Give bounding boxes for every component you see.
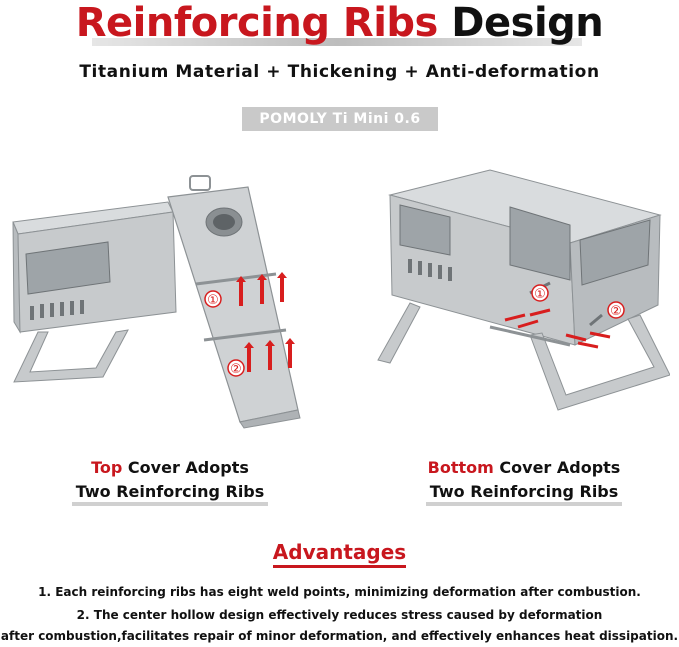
advantages-heading: Advantages (0, 540, 679, 568)
marker-2: ② (610, 304, 622, 319)
bottom-cover-stove-illustration: ① ② (377, 169, 670, 411)
title-highlight: Reinforcing Ribs (75, 0, 439, 46)
top-cover-stove-illustration: ① ② (12, 175, 301, 429)
top-cover-caption: Top Cover Adopts Two Reinforcing Ribs (50, 456, 290, 506)
advantage-item-2: 2. The center hollow design effectively … (76, 608, 603, 622)
marker-1: ① (207, 293, 219, 308)
advantage-item-3: after combustion,facilitates repair of m… (0, 629, 679, 643)
bottom-caption-line2: Two Reinforcing Ribs (425, 482, 623, 506)
top-caption-rest: Cover Adopts (122, 458, 249, 477)
top-highlight: Top (91, 458, 123, 477)
model-badge: POMOLY Ti Mini 0.6 (242, 107, 438, 131)
page-title: Reinforcing Ribs Design (0, 0, 679, 46)
subtitle: Titanium Material + Thickening + Anti-de… (79, 62, 600, 82)
bottom-caption-rest: Cover Adopts (493, 458, 621, 477)
marker-1: ① (534, 287, 546, 302)
advantage-item-1: 1. Each reinforcing ribs has eight weld … (38, 585, 641, 599)
marker-2: ② (230, 362, 242, 377)
title-rest: Design (451, 0, 604, 46)
bottom-cover-caption: Bottom Cover Adopts Two Reinforcing Ribs (404, 456, 644, 506)
top-caption-line2: Two Reinforcing Ribs (71, 482, 269, 506)
bottom-highlight: Bottom (427, 458, 494, 477)
advantages-title: Advantages (272, 540, 407, 568)
